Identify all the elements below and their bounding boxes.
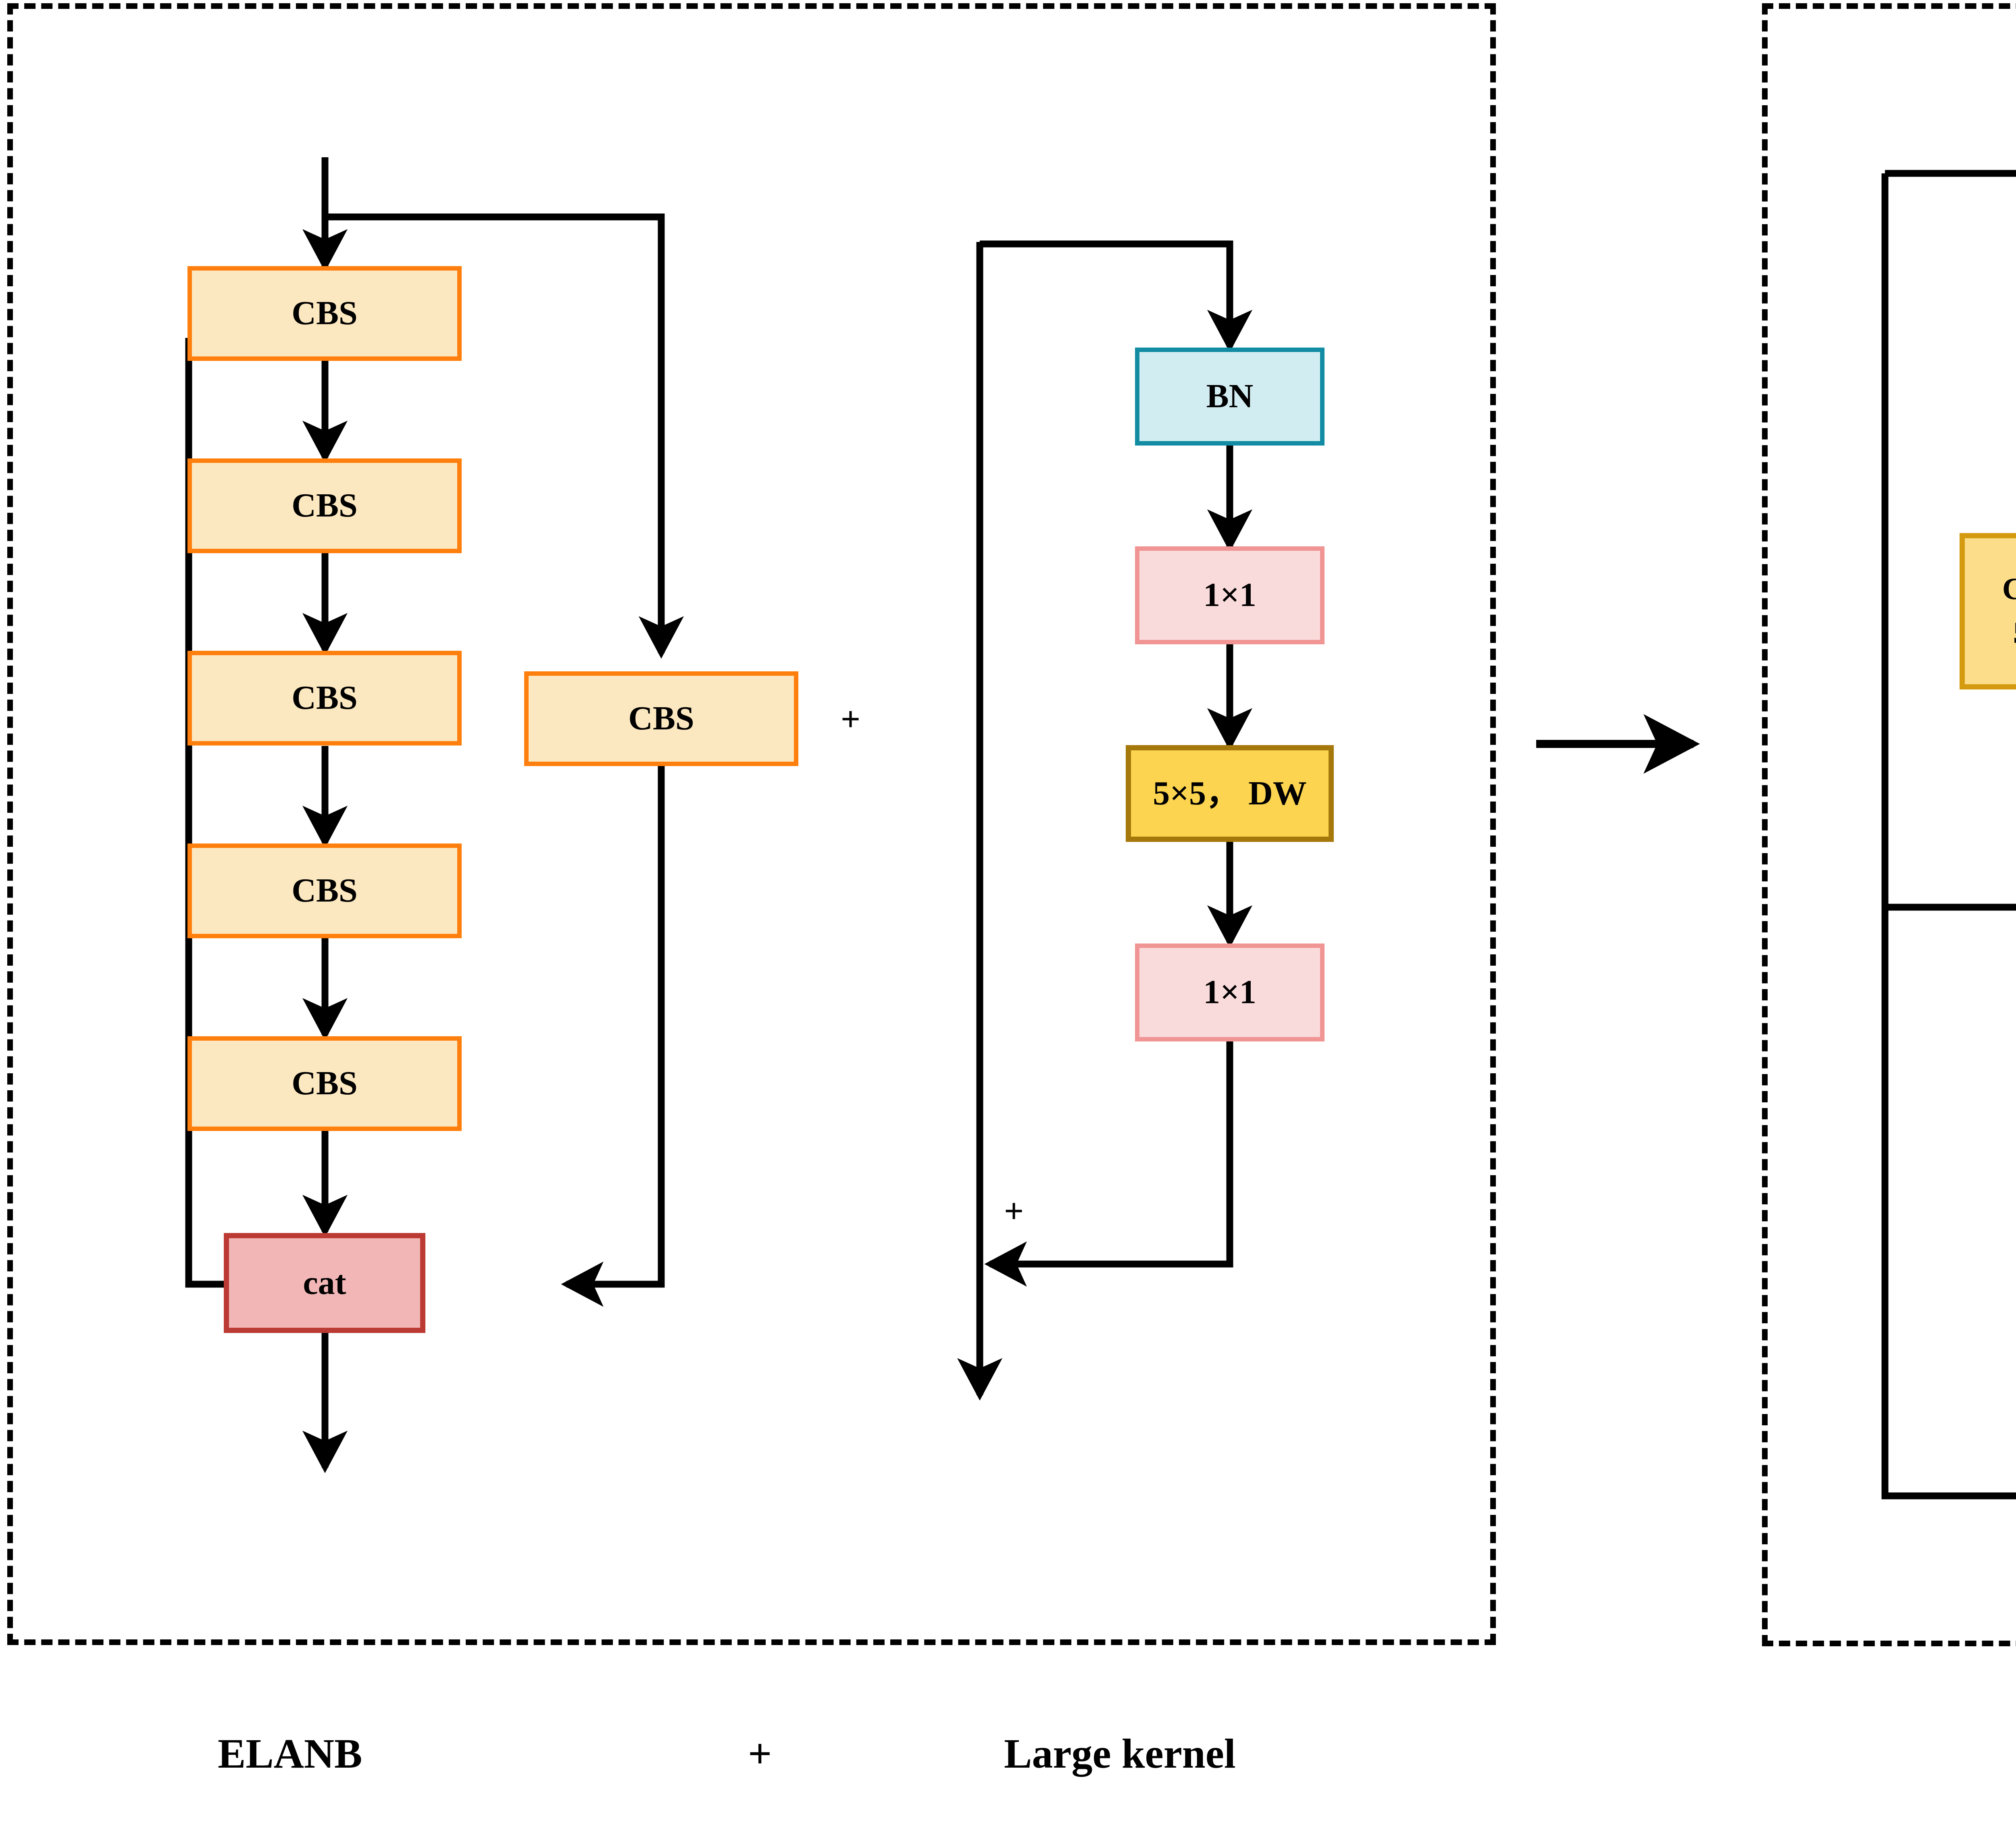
block-conv-5x5-label: Conv xyxy=(2002,572,2016,606)
block-cbs-branch[interactable]: CBS xyxy=(524,671,798,766)
block-cbs[interactable]: CBS xyxy=(187,458,462,553)
block-bn[interactable]: BN xyxy=(1135,348,1325,446)
block-cbs[interactable]: CBS xyxy=(187,1036,462,1131)
caption-join-plus: + xyxy=(748,1731,772,1777)
block-conv-1x1-top[interactable]: 1×1 xyxy=(1135,546,1325,644)
left-plus-marker: + xyxy=(841,700,861,738)
block-dw-5x5[interactable]: 5×5， DW xyxy=(1126,745,1334,842)
block-conv-5x5[interactable]: Conv 5×5 xyxy=(1960,533,2016,689)
block-cbs[interactable]: CBS xyxy=(187,651,462,746)
block-conv-1x1-bottom[interactable]: 1×1 xyxy=(1135,943,1325,1041)
block-cat[interactable]: cat xyxy=(224,1233,425,1333)
block-conv-5x5-sublabel: 5×5 xyxy=(2013,616,2016,650)
left-group-dashed-border xyxy=(7,3,1496,1645)
caption-large-kernel: Large kernel xyxy=(1004,1731,1236,1777)
block-cbs[interactable]: CBS xyxy=(187,266,462,361)
caption-elanb: ELANB xyxy=(218,1731,362,1777)
middle-plus-marker: + xyxy=(1004,1191,1024,1230)
block-cbs[interactable]: CBS xyxy=(187,843,462,938)
right-group-dashed-border xyxy=(1762,3,2016,1646)
